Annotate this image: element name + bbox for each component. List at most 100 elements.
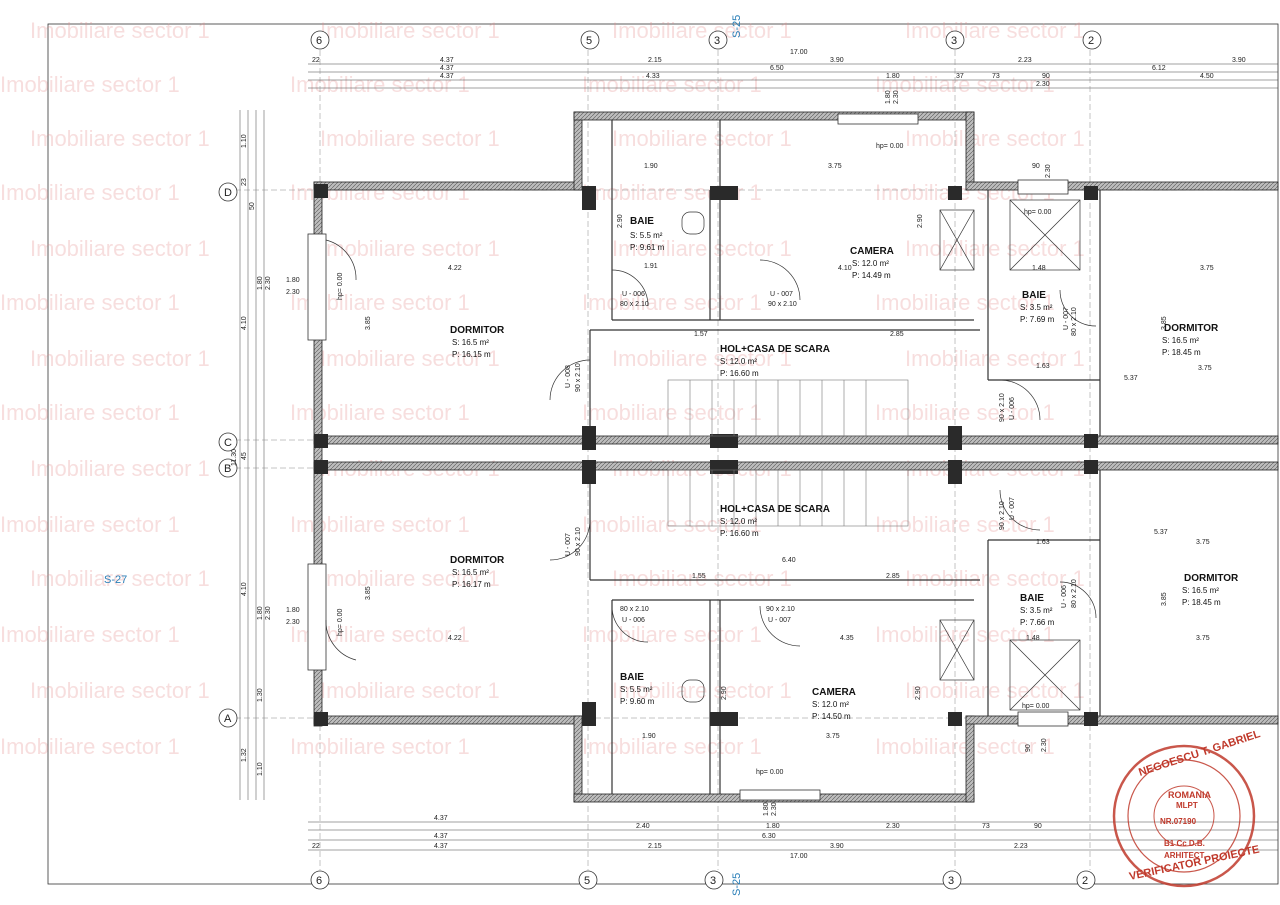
svg-text:hp= 0.00: hp= 0.00 [337, 272, 344, 300]
svg-text:3.75: 3.75 [1196, 635, 1210, 642]
svg-text:6.50: 6.50 [770, 65, 784, 72]
watermark-text: Imobiliare sector 1 [582, 512, 762, 537]
svg-text:5.37: 5.37 [1154, 529, 1168, 536]
watermark-text: Imobiliare sector 1 [875, 734, 1055, 759]
room-name: BAIE [620, 672, 644, 683]
svg-text:90: 90 [1025, 744, 1032, 752]
stamp-name: NEGOESCU T. GABRIEL [1137, 728, 1262, 779]
svg-text:1.90: 1.90 [642, 733, 656, 740]
watermark-text: Imobiliare sector 1 [582, 72, 762, 97]
svg-text:U - 007: U - 007 [565, 533, 572, 556]
watermark-text: Imobiliare sector 1 [0, 622, 180, 647]
watermark-text: Imobiliare sector 1 [30, 678, 210, 703]
room-perimeter: P: 7.69 m [1020, 315, 1055, 324]
room-name: CAMERA [812, 687, 856, 698]
svg-text:1.48: 1.48 [1026, 635, 1040, 642]
svg-text:90 x 2.10: 90 x 2.10 [999, 393, 1006, 422]
grid-row-a: A [224, 713, 232, 725]
svg-text:3.90: 3.90 [830, 843, 844, 850]
svg-text:4.37: 4.37 [440, 57, 454, 64]
svg-text:3.75: 3.75 [826, 733, 840, 740]
room-perimeter: P: 16.17 m [452, 580, 491, 589]
svg-text:2.30: 2.30 [1041, 738, 1048, 752]
svg-text:2.15: 2.15 [648, 843, 662, 850]
grid-row-c: C [224, 437, 232, 449]
svg-text:4.37: 4.37 [434, 815, 448, 822]
room-area: S: 3.5 m² [1020, 606, 1053, 615]
svg-text:90: 90 [1042, 73, 1050, 80]
room-name: DORMITOR [1164, 323, 1219, 334]
svg-text:1.80: 1.80 [886, 73, 900, 80]
dimension-lines [239, 63, 1278, 851]
svg-text:73: 73 [992, 73, 1000, 80]
svg-text:2.30: 2.30 [1045, 164, 1052, 178]
room-name: HOL+CASA DE SCARA [720, 504, 830, 515]
watermark-text: Imobiliare sector 1 [30, 346, 210, 371]
stamp-number: NR.07190 [1160, 817, 1197, 826]
grid-col-bottom-2: 5 [584, 875, 590, 887]
svg-text:hp= 0.00: hp= 0.00 [756, 769, 784, 776]
grid-row-d: D [224, 187, 232, 199]
svg-text:U - 007: U - 007 [1063, 307, 1070, 330]
door-labels: U - 006 80 x 2.10 U - 007 90 x 2.10 U - … [565, 291, 1078, 624]
svg-text:1.10: 1.10 [241, 134, 248, 148]
svg-text:2.85: 2.85 [890, 331, 904, 338]
svg-text:6.12: 6.12 [1152, 65, 1166, 72]
svg-text:U - 006: U - 006 [1009, 397, 1016, 420]
room-perimeter: P: 16.60 m [720, 369, 759, 378]
watermark-text: Imobiliare sector 1 [905, 236, 1085, 261]
stamp-country: ROMANIA [1168, 790, 1211, 800]
watermark-text: Imobiliare sector 1 [30, 566, 210, 591]
bottom-dimensions: 4.37 2.40 1.80 2.30 73 90 4.37 6.30 22 4… [312, 815, 1042, 860]
watermark-text: Imobiliare sector 1 [612, 236, 792, 261]
svg-text:2.30: 2.30 [265, 276, 272, 290]
svg-text:23: 23 [241, 178, 248, 186]
room-area: S: 16.5 m² [452, 568, 489, 577]
room-area: S: 16.5 m² [1182, 586, 1219, 595]
svg-text:4.37: 4.37 [434, 833, 448, 840]
svg-text:1.10: 1.10 [257, 762, 264, 776]
room-area: S: 12.0 m² [852, 259, 889, 268]
svg-text:3.75: 3.75 [1196, 539, 1210, 546]
grid-col-top-4: 3 [951, 35, 957, 47]
svg-text:22: 22 [312, 843, 320, 850]
svg-text:U - 006: U - 006 [1061, 585, 1068, 608]
grid-col-top-2: 5 [586, 35, 592, 47]
svg-text:1.80: 1.80 [257, 606, 264, 620]
svg-text:2.90: 2.90 [917, 214, 924, 228]
svg-text:U - 007: U - 007 [768, 617, 791, 624]
grid-col-bottom-3: 3 [710, 875, 716, 887]
watermark-text: Imobiliare sector 1 [0, 290, 180, 315]
svg-text:1.90: 1.90 [644, 163, 658, 170]
svg-text:45: 45 [241, 452, 248, 460]
top-dimensions: 22 4.37 2.15 3.90 2.23 3.90 17.00 4.37 4… [312, 49, 1246, 88]
room-perimeter: P: 9.60 m [620, 697, 655, 706]
room-name: HOL+CASA DE SCARA [720, 344, 830, 355]
watermark-text: Imobiliare sector 1 [320, 566, 500, 591]
svg-text:3.85: 3.85 [365, 316, 372, 330]
room-name: BAIE [1022, 290, 1046, 301]
svg-text:U - 006: U - 006 [622, 291, 645, 298]
svg-text:3.90: 3.90 [830, 57, 844, 64]
svg-text:2.90: 2.90 [915, 686, 922, 700]
watermark-text: Imobiliare sector 1 [612, 566, 792, 591]
svg-text:6.40: 6.40 [782, 557, 796, 564]
section-s25-top: S-25 [731, 15, 743, 38]
svg-text:2.85: 2.85 [886, 573, 900, 580]
stamp-profession: ARHITECT [1164, 851, 1205, 860]
watermark-text: Imobiliare sector 1 [905, 346, 1085, 371]
svg-text:90 x 2.10: 90 x 2.10 [999, 501, 1006, 530]
watermark-text: Imobiliare sector 1 [582, 400, 762, 425]
svg-text:6.30: 6.30 [762, 833, 776, 840]
watermark-text: Imobiliare sector 1 [875, 400, 1055, 425]
svg-text:2.30: 2.30 [1036, 81, 1050, 88]
svg-text:hp= 0.00: hp= 0.00 [1024, 209, 1052, 216]
grid-bubbles [218, 30, 1102, 890]
svg-text:80 x 2.10: 80 x 2.10 [620, 301, 649, 308]
svg-text:4.22: 4.22 [448, 635, 462, 642]
svg-text:4.10: 4.10 [241, 316, 248, 330]
svg-text:3.90: 3.90 [1232, 57, 1246, 64]
svg-text:1.57: 1.57 [694, 331, 708, 338]
svg-text:2.30: 2.30 [771, 802, 778, 816]
watermark-text: Imobiliare sector 1 [0, 734, 180, 759]
